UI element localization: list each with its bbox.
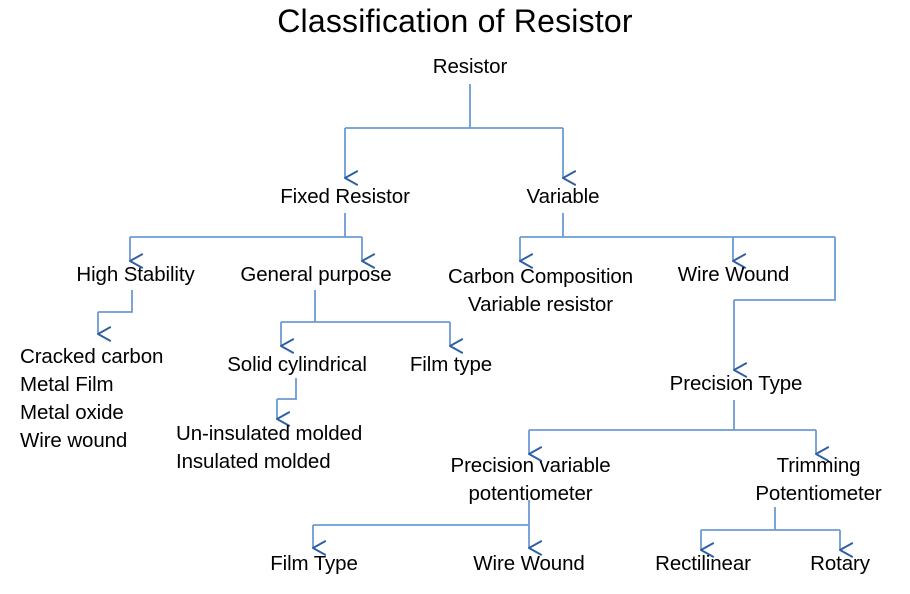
page-title: Classification of Resistor xyxy=(277,3,633,39)
edge-highstability-elbow xyxy=(98,290,133,313)
node-precision-variable-potentiometer[interactable]: Precision variable potentiometer xyxy=(450,454,611,505)
edge-solidcyl-elbow xyxy=(277,378,297,400)
node-high-stability[interactable]: High Stability xyxy=(76,263,195,286)
node-molded-list[interactable]: Un-insulated molded Insulated molded xyxy=(176,422,363,473)
node-precision-type[interactable]: Precision Type xyxy=(669,372,803,395)
node-fixed-resistor[interactable]: Fixed Resistor xyxy=(280,185,410,208)
node-rectilinear[interactable]: Rectilinear xyxy=(655,552,751,575)
node-film-type-precision[interactable]: Film Type xyxy=(270,552,358,575)
node-wire-wound-precision[interactable]: Wire Wound xyxy=(473,552,585,575)
node-general-purpose[interactable]: General purpose xyxy=(240,263,392,286)
node-trimming-potentiometer[interactable]: Trimming Potentiometer xyxy=(755,454,882,505)
node-carbon-composition[interactable]: Carbon Composition Variable resistor xyxy=(447,265,634,316)
node-wire-wound-variable[interactable]: Wire Wound xyxy=(677,263,790,286)
node-film-type-general[interactable]: Film type xyxy=(409,353,493,376)
node-solid-cylindrical[interactable]: Solid cylindrical xyxy=(227,353,367,376)
node-rotary[interactable]: Rotary xyxy=(810,552,870,575)
node-resistor[interactable]: Resistor xyxy=(432,55,508,78)
node-high-stability-list[interactable]: Cracked carbon Metal Film Metal oxide Wi… xyxy=(20,345,164,452)
node-variable[interactable]: Variable xyxy=(526,185,600,208)
